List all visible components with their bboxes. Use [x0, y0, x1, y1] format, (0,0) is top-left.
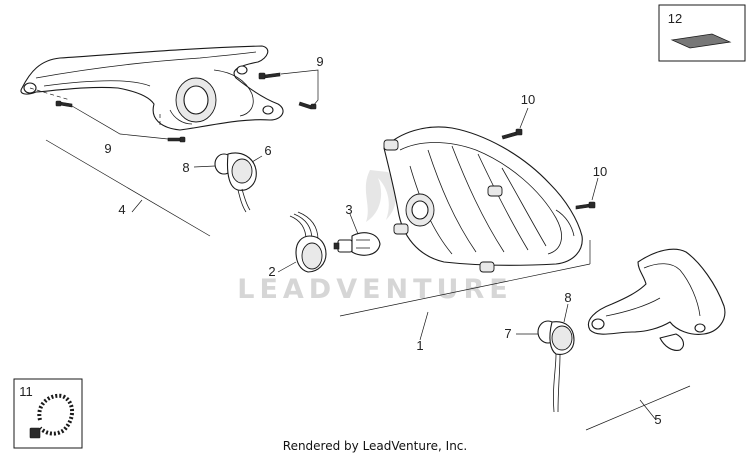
callout-2: 2 — [268, 264, 275, 279]
footer-credit: Rendered by LeadVenture, Inc. — [283, 439, 467, 453]
part-10-screws — [501, 128, 596, 210]
part-2-socket — [289, 211, 327, 273]
callout-9-lower: 9 — [104, 141, 111, 156]
callout-labels: 1 2 3 4 5 6 7 8 8 9 9 10 10 11 12 — [19, 11, 682, 427]
callout-10-upper: 10 — [521, 92, 535, 107]
watermark-text: LEADVENTURE — [237, 274, 512, 305]
callout-3: 3 — [345, 202, 352, 217]
callout-4: 4 — [118, 202, 125, 217]
leadventure-watermark-logo: LEADVENTURE — [237, 170, 512, 305]
callout-10-right: 10 — [593, 164, 607, 179]
callout-6: 6 — [264, 143, 271, 158]
part-1-headlight-assembly — [383, 126, 583, 273]
part-3-bulb — [333, 232, 381, 256]
part-5-bracket — [588, 248, 726, 351]
part-4-headlight-support — [20, 45, 284, 131]
part-9-screws — [55, 72, 317, 143]
part-11-box — [13, 378, 83, 449]
part-6-bulb-socket — [214, 152, 257, 213]
callout-8-lower: 8 — [564, 290, 571, 305]
callout-12: 12 — [668, 11, 682, 26]
part-12-box — [658, 4, 746, 62]
callout-11: 11 — [19, 384, 33, 399]
callout-7: 7 — [504, 326, 511, 341]
callout-5: 5 — [654, 412, 661, 427]
callout-1: 1 — [416, 338, 423, 353]
callout-8-upper: 8 — [182, 160, 189, 175]
part-7-bulb-socket — [537, 320, 575, 413]
callout-9-upper: 9 — [316, 54, 323, 69]
